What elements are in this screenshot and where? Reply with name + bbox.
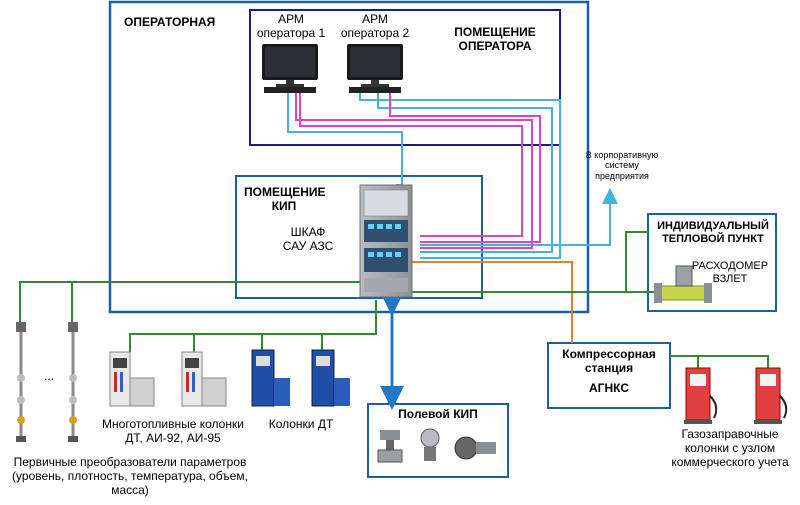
compressor-title: Компрессорная станция АГНКС [550,347,668,395]
workstation-2-label-line1: АРМ [362,12,388,26]
orange-link [410,261,573,343]
cabinet-icon [359,184,413,298]
heat-point-title-line1: ИНДИВИДУАЛЬНЫЙ [657,220,769,232]
heat-point-title: ИНДИВИДУАЛЬНЫЙ ТЕПЛОВОЙ ПУНКТ [652,220,774,245]
workstation-1-label-line2: оператора 1 [256,25,326,40]
magenta-links [295,92,541,249]
workstation-2-label-line2: оператора 2 [340,25,410,40]
cabinet-label: ШКАФ САУ АЗС [268,225,348,254]
multi-fuel-dispensers-label-line1: Многотопливные колонки [102,417,244,431]
operator-room-frame [108,0,590,314]
gas-dispensers-label-line3: коммерческого учета [671,454,789,469]
diesel-dispenser-2-icon [311,349,350,407]
gas-dispenser-2-icon [754,367,788,424]
pressure-transmitter-icon [420,428,440,461]
kip-room-title: ПОМЕЩЕНИЕ КИП [244,185,326,214]
multi-fuel-dispenser-1-icon [109,351,155,407]
diesel-dispenser-1-icon [251,349,290,407]
flow-meter-label-line2: ВЗЛЕТ [712,272,748,285]
compressor-title-line3: АГНКС [589,380,629,395]
sensors-label-line3: масса) [111,482,149,497]
heat-point-frame [647,213,777,312]
corporate-note: В корпоративную систему предприятия [580,150,664,181]
compressor-title-line2: станция [584,360,634,375]
operator-office-title-line2: ОПЕРАТОРА [458,38,532,53]
gas-dispensers-label-line1: Газозаправочные [681,427,779,441]
corporate-note-line3: предприятия [595,170,649,181]
sensors-label-line2: (уровень, плотность, температура, объем, [12,468,248,483]
sensor-probe-1-icon [16,322,26,442]
cabinet-label-line1: ШКАФ [290,225,326,239]
operator-room-title: ОПЕРАТОРНАЯ [124,15,216,29]
field-kip-frame [367,403,509,478]
flow-meter-icon [654,265,712,303]
operator-office-title-line1: ПОМЕЩЕНИЕ [454,25,536,39]
corporate-note-line2: систему [605,160,639,171]
heat-point-title-line2: ТЕПЛОВОЙ ПУНКТ [662,232,764,245]
pump-icon [454,436,496,460]
flow-meter-label-line1: РАСХОДОМЕР [691,260,769,272]
sensor-probe-2-icon [68,322,78,442]
sensors-label-line1: Первичные преобразователи параметров [13,455,247,469]
corporate-note-line1: В корпоративную [585,150,659,160]
operator-office-frame [249,9,561,146]
workstation-2-icon [347,44,403,93]
sensors-label: Первичные преобразователи параметров (ур… [2,455,258,497]
multi-fuel-dispensers-label: Многотопливные колонки ДТ, АИ-92, АИ-95 [90,417,256,446]
compressor-frame [547,342,671,409]
multi-fuel-dispensers-label-line2: ДТ, АИ-92, АИ-95 [125,430,221,445]
flow-meter-label: РАСХОДОМЕР ВЗЛЕТ [690,260,770,285]
gas-dispenser-1-icon [684,367,718,424]
kip-room-title-line2: КИП [271,198,297,213]
diesel-dispensers-label: Колонки ДТ [268,417,334,431]
multi-fuel-dispenser-2-icon [181,351,227,407]
gas-dispensers-label: Газозаправочные колонки с узлом коммерче… [660,427,800,469]
workstation-1-label: АРМ оператора 1 [252,12,330,41]
workstation-2-label: АРМ оператора 2 [336,12,414,41]
compressor-title-line1: Компрессорная [562,347,656,361]
valve-actuator-icon [377,430,403,463]
gas-dispensers-label-line2: колонки с узлом [684,440,776,455]
workstation-1-label-line1: АРМ [278,12,304,26]
cabinet-label-line2: САУ АЗС [282,238,334,253]
kip-room-title-line1: ПОМЕЩЕНИЕ [244,185,326,199]
green-links [19,231,769,368]
sensors-ellipsis: ... [44,369,55,383]
operator-office-title: ПОМЕЩЕНИЕ ОПЕРАТОРА [430,25,560,54]
field-kip-title: Полевой КИП [398,407,478,421]
workstation-1-icon [262,44,318,93]
